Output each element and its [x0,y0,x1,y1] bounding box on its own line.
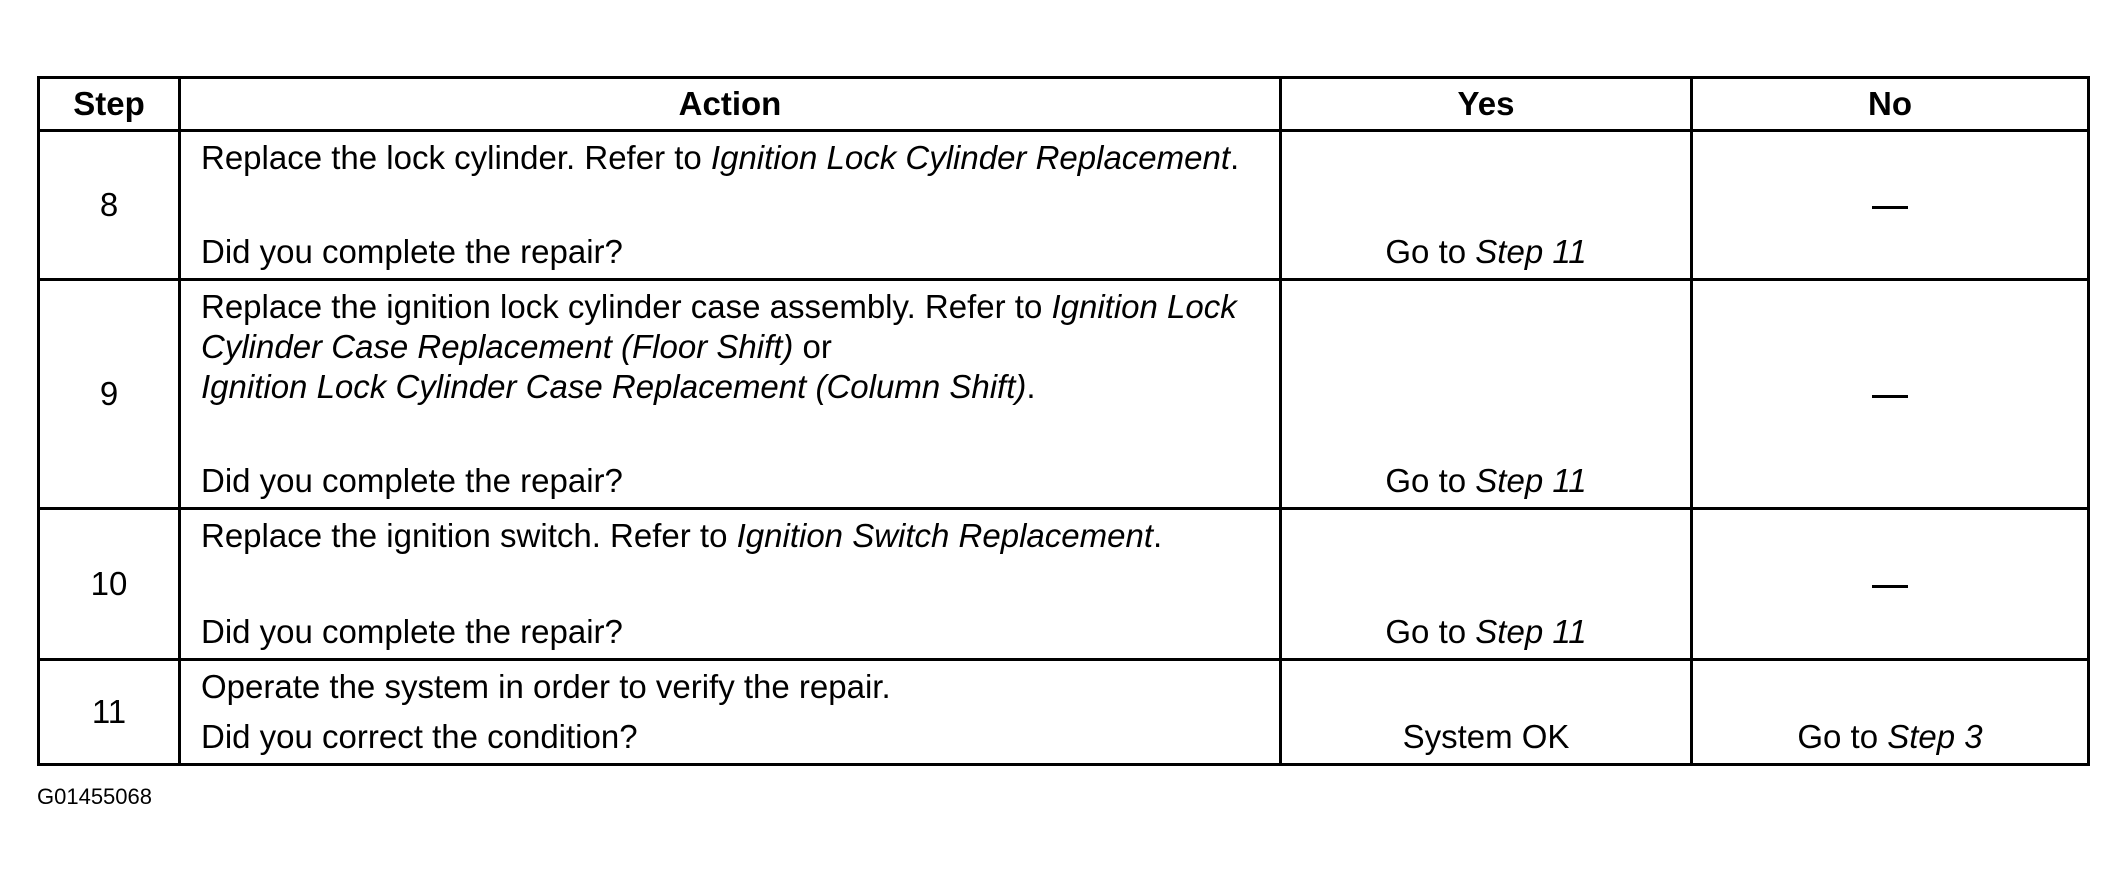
yes-step-link: Step 11 [1475,462,1587,499]
yes-prefix: Go to [1385,613,1476,650]
step-number: 10 [37,507,181,661]
no-cell: Go to Step 3 [1690,658,2090,766]
yes-cell: Go to Step 11 [1279,129,1693,281]
procedure-reference: Ignition Lock Cylinder Case Replacement … [201,288,1237,365]
action-text-segment: Replace the ignition lock cylinder case … [201,288,1052,325]
table-row: 10 Replace the ignition switch. Refer to… [37,507,2090,661]
no-dash [1872,205,1908,209]
no-step-link: Step 3 [1887,718,1983,755]
action-text: Replace the ignition lock cylinder case … [201,281,1279,407]
header-yes: Yes [1279,76,1693,132]
yes-cell: System OK [1279,658,1693,766]
header-no: No [1690,76,2090,132]
diagnostic-table: Step Action Yes No 8 Replace the lock cy… [37,76,2090,766]
yes-prefix: Go to [1385,233,1476,270]
procedure-reference: Ignition Lock Cylinder Case Replacement … [201,368,1027,405]
action-text-segment: or [793,328,832,365]
yes-cell: Go to Step 11 [1279,278,1693,510]
no-cell [1690,278,2090,510]
step-number: 9 [37,278,181,510]
header-action: Action [178,76,1282,132]
action-text: Operate the system in order to verify th… [201,661,1279,707]
action-text-segment: Replace the lock cylinder. Refer to [201,139,711,176]
table-row: 8 Replace the lock cylinder. Refer to Ig… [37,129,2090,281]
figure-id: G01455068 [37,784,152,809]
no-dash [1872,584,1908,588]
step-number: 11 [37,658,181,766]
action-question: Did you complete the repair? [201,613,623,650]
action-text-segment: . [1153,517,1163,554]
no-cell [1690,129,2090,281]
action-question: Did you complete the repair? [201,233,623,270]
step-number: 8 [37,129,181,281]
action-text: Replace the ignition switch. Refer to Ig… [201,510,1279,556]
action-text-segment: Replace the ignition switch. Refer to [201,517,737,554]
action-cell: Replace the lock cylinder. Refer to Igni… [178,129,1282,281]
procedure-reference: Ignition Switch Replacement [736,517,1153,554]
yes-step-link: Step 11 [1475,233,1587,270]
yes-cell: Go to Step 11 [1279,507,1693,661]
header-row: Step Action Yes No [37,76,2090,132]
action-text-segment: . [1026,368,1036,405]
action-cell: Replace the ignition switch. Refer to Ig… [178,507,1282,661]
action-question: Did you correct the condition? [201,718,638,755]
no-dash [1872,394,1908,398]
yes-prefix: Go to [1385,462,1476,499]
yes-step-link: Step 11 [1475,613,1587,650]
table-row: 9 Replace the ignition lock cylinder cas… [37,278,2090,510]
yes-result: System OK [1402,718,1570,755]
action-text-segment: Operate the system in order to verify th… [201,668,891,705]
action-text: Replace the lock cylinder. Refer to Igni… [201,132,1279,178]
action-question: Did you complete the repair? [201,462,623,499]
action-cell: Replace the ignition lock cylinder case … [178,278,1282,510]
procedure-reference: Ignition Lock Cylinder Replacement [710,139,1231,176]
action-text-segment: . [1230,139,1240,176]
no-cell [1690,507,2090,661]
action-cell: Operate the system in order to verify th… [178,658,1282,766]
header-step: Step [37,76,181,132]
table-row: 11 Operate the system in order to verify… [37,658,2090,766]
no-prefix: Go to [1797,718,1888,755]
